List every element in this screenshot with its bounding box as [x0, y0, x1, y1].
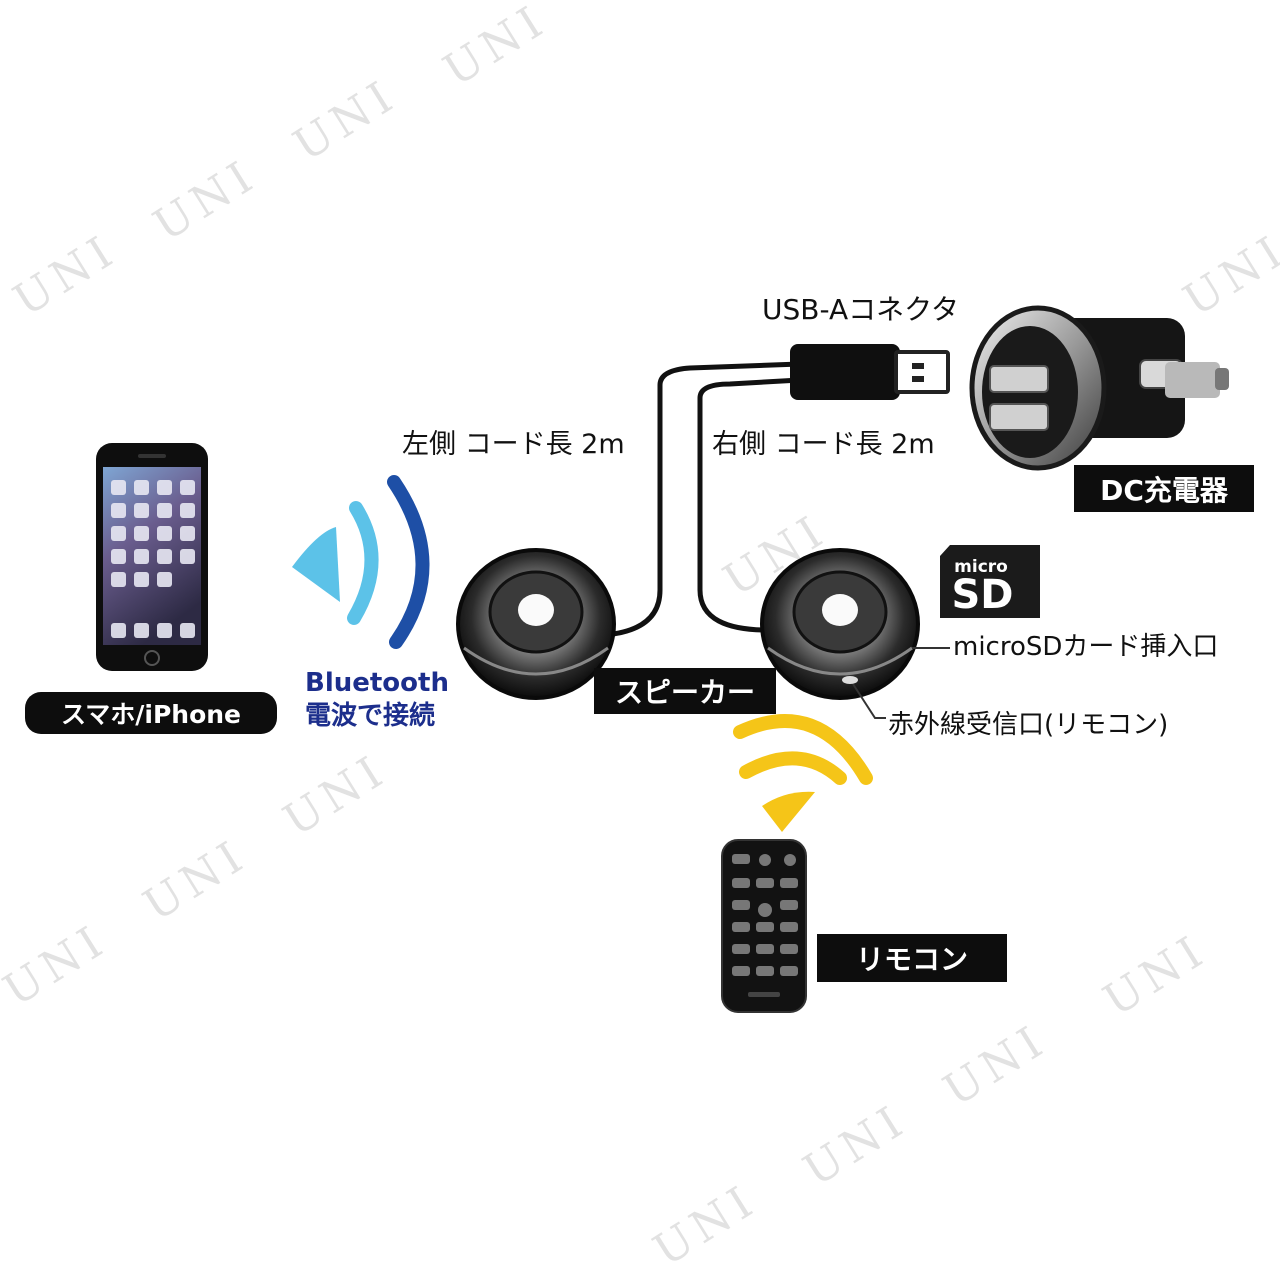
infrared-wave-icon: [733, 714, 873, 832]
smartphone-icon: [96, 443, 208, 671]
microsd-slot-label: microSDカード挿入口: [953, 632, 1219, 662]
speaker-cables: [604, 361, 801, 638]
remote-buttons: [732, 854, 798, 976]
bluetooth-wave-icon: [292, 475, 430, 649]
phone-label: スマホ/iPhone: [25, 692, 277, 734]
ir-receiver-port: [842, 676, 858, 684]
left-speaker-cable: [604, 361, 801, 638]
speaker-label: スピーカー: [594, 668, 776, 714]
usb-a-connector-icon: [790, 344, 950, 400]
microsd-logo-sd-text: SD: [951, 572, 1014, 618]
leader-lines: [852, 647, 950, 719]
right-cord-label: 右側 コード長 2m: [712, 429, 935, 460]
usb-connector-label: USB-Aコネクタ: [762, 293, 959, 326]
right-speaker-cable: [697, 377, 801, 633]
microsd-logo-micro-text: micro: [954, 557, 1008, 577]
left-speaker-icon: [456, 548, 616, 700]
dc-charger-icon: [969, 305, 1229, 471]
remote-control-icon: [721, 839, 807, 1013]
remote-label: リモコン: [817, 934, 1007, 982]
microsd-logo-icon: [940, 545, 1040, 618]
right-speaker-icon: [760, 548, 920, 700]
dc-charger-label: DC充電器: [1074, 465, 1254, 512]
app-icons: [111, 480, 195, 638]
ir-receiver-label: 赤外線受信口(リモコン): [888, 710, 1169, 740]
bluetooth-label-line1: Bluetooth: [305, 668, 449, 698]
left-cord-label: 左側 コード長 2m: [402, 429, 625, 460]
bluetooth-label-line2: 電波で接続: [305, 701, 436, 731]
